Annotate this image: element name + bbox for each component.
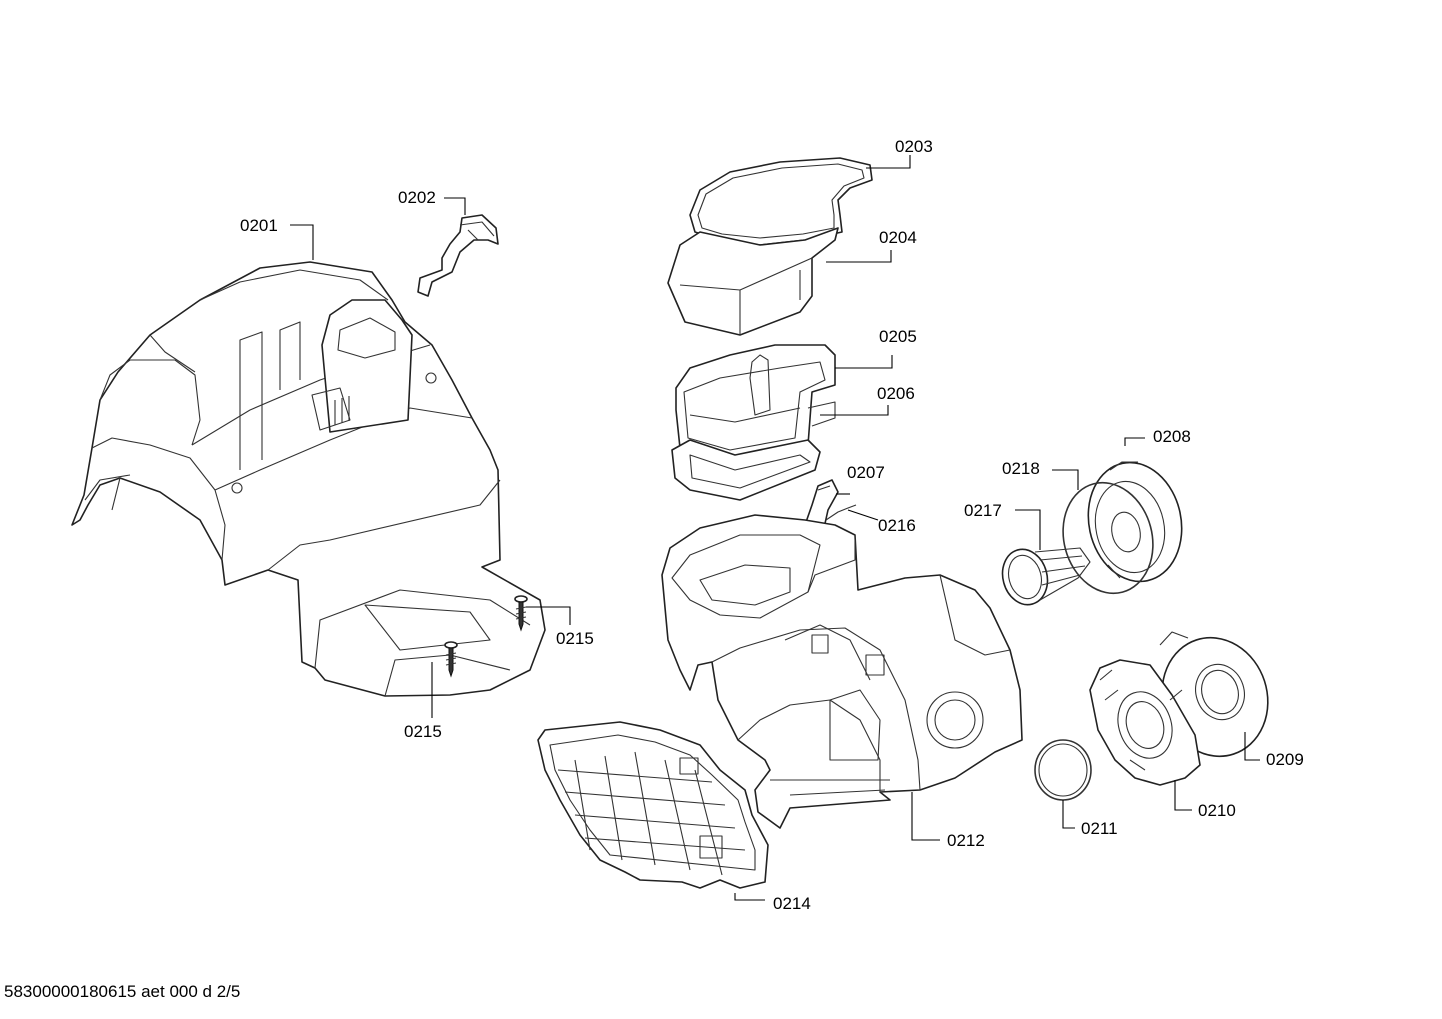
part-0210-outlet-frame <box>1089 659 1201 786</box>
callout-0211: 0211 <box>1081 819 1118 838</box>
callout-0216: 0216 <box>878 516 916 535</box>
part-0201-housing <box>71 261 546 697</box>
callout-0218: 0218 <box>1002 459 1040 478</box>
callout-0209: 0209 <box>1266 750 1304 769</box>
callout-0214: 0214 <box>773 894 811 913</box>
callout-0205: 0205 <box>879 327 917 346</box>
callout-labels: 0201 0202 0203 0204 0205 0206 0207 0208 … <box>240 137 1304 913</box>
callout-0206: 0206 <box>877 384 915 403</box>
part-0208-filter-cover <box>1087 461 1183 583</box>
callout-0208: 0208 <box>1153 427 1191 446</box>
callout-0217: 0217 <box>964 501 1002 520</box>
callout-0203: 0203 <box>895 137 933 156</box>
callout-0204: 0204 <box>879 228 917 247</box>
callout-0207: 0207 <box>847 463 885 482</box>
part-0215-screw-a <box>514 595 528 632</box>
part-0215-screw-b <box>444 641 458 678</box>
part-0212-base <box>661 514 1023 829</box>
part-0216-spring <box>825 504 857 521</box>
part-0206-filter-frame <box>671 401 836 501</box>
callout-0210: 0210 <box>1198 801 1236 820</box>
part-0217-filter-basket <box>1001 547 1091 606</box>
part-0211-seal-ring <box>1034 739 1092 801</box>
callout-0212: 0212 <box>947 831 985 850</box>
callout-0201: 0201 <box>240 216 278 235</box>
part-0203-seal <box>689 157 873 246</box>
leader-lines <box>290 155 1260 901</box>
callout-0202: 0202 <box>398 188 436 207</box>
part-0204-lid <box>667 227 839 336</box>
callout-0215-bottom: 0215 <box>404 722 442 741</box>
document-id-footer: 58300000180615 aet 000 d 2/5 <box>4 982 240 1001</box>
part-0202-clip <box>417 214 499 297</box>
callout-0215-right: 0215 <box>556 629 594 648</box>
part-0214-grille <box>537 721 769 889</box>
